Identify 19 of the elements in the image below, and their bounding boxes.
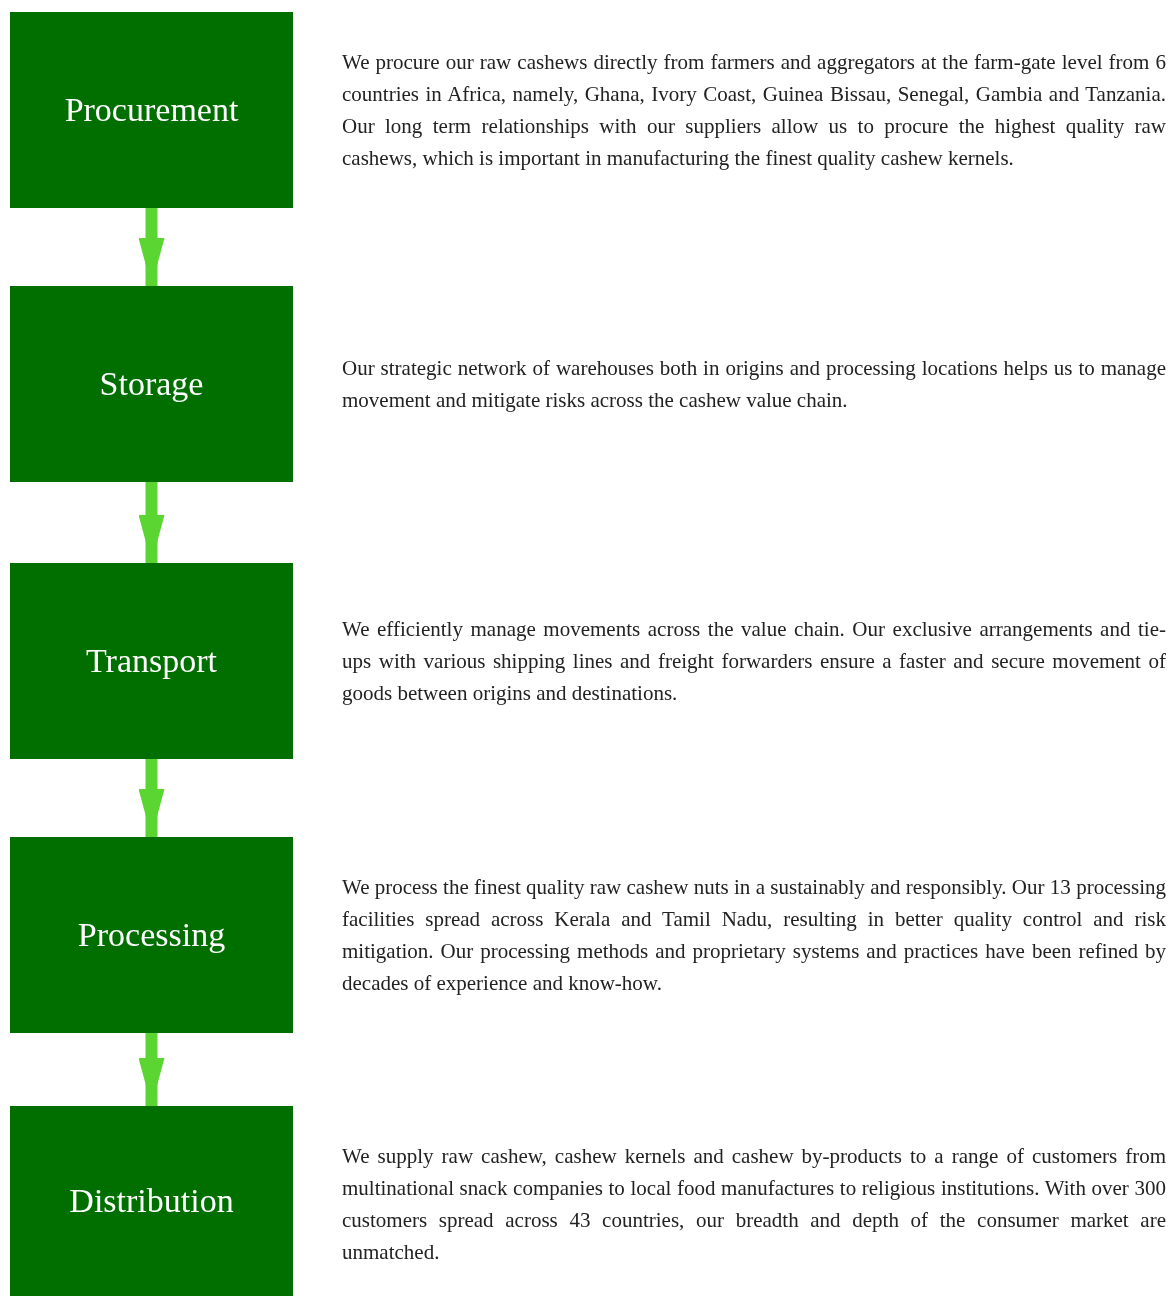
- stage-description: We efficiently manage movements across the value chain. Our exclusive arrangements and tie-ups with various shipping lines and freight forwarders ensure a faster and secure movement of goods between origins and destinations.: [342, 616, 1166, 707]
- down-arrow: [138, 759, 165, 837]
- stage-title: Distribution: [69, 1180, 234, 1221]
- stage-description: We process the finest quality raw cashew nuts in a sustainably and responsibly. Our 13 processing facilities spread across Kerala and Tamil Nadu, resulting in better quality control and risk mitigation. Our processing methods and proprietary systems and practices have been refined by decades of experience and know-how.: [342, 874, 1166, 997]
- down-arrow: [138, 482, 165, 563]
- stage-box: [10, 563, 293, 759]
- down-arrow: [138, 208, 165, 286]
- stage-box: [10, 837, 293, 1033]
- stage-description: We supply raw cashew, cashew kernels and cashew by-products to a range of customers from multinational snack companies to local food manufactures to religious institutions. With over 300 customers spread across 43 countries, our breadth and depth of the consumer market are unmatched.: [342, 1143, 1166, 1266]
- stage-box: [10, 1106, 293, 1296]
- down-arrow: [138, 1033, 165, 1106]
- stage-title: Procurement: [64, 89, 239, 130]
- stage-description: We procure our raw cashews directly from farmers and aggregators at the farm-gate level from 6 countries in Africa, namely, Ghana, Ivory Coast, Guinea Bissau, Senegal, Gambia and Tanzania. Our long term relationships with our suppliers allow us to procure the highest quality raw cashews, which is important in manufacturing the finest quality cashew kernels.: [342, 49, 1166, 172]
- stage-box: [10, 12, 293, 208]
- stage-title: Storage: [99, 363, 204, 404]
- stage-title: Transport: [86, 640, 217, 681]
- stage-box: [10, 286, 293, 482]
- stage-description: Our strategic network of warehouses both in origins and processing locations helps us to manage movement and mitigate risks across the cashew value chain.: [342, 355, 1166, 414]
- stage-title: Processing: [77, 914, 226, 955]
